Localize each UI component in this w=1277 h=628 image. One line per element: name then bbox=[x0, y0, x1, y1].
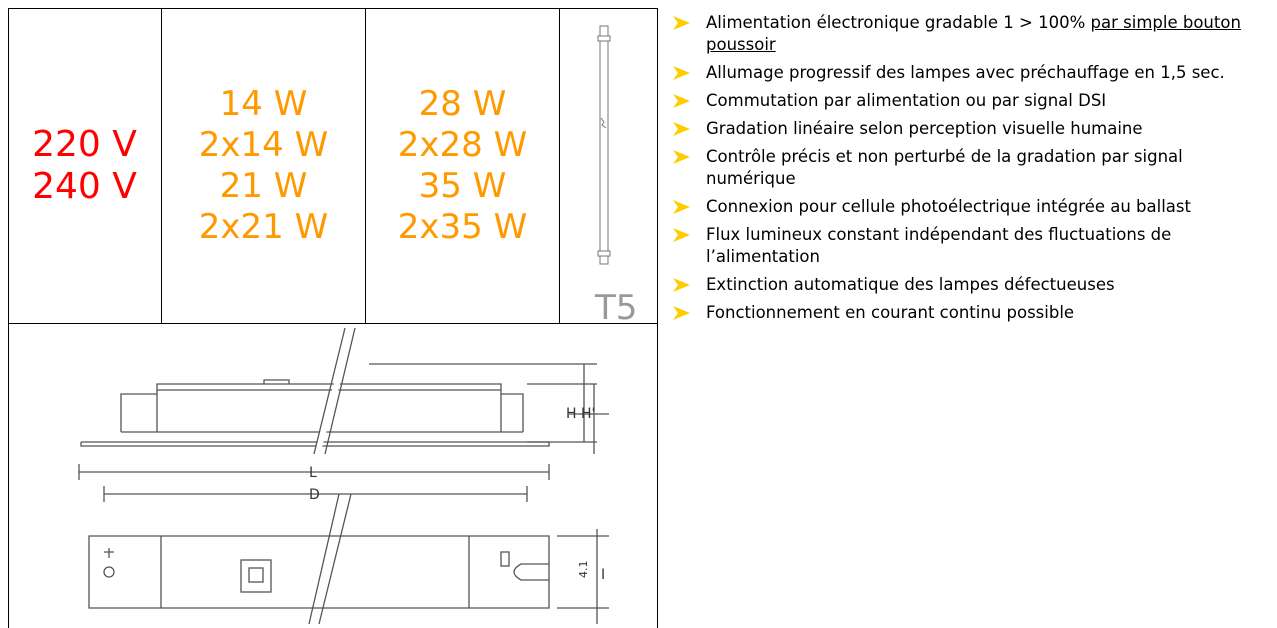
feature-text: Fonctionnement en courant continu possib… bbox=[706, 303, 1075, 322]
connector bbox=[240, 559, 272, 593]
tube-pin-bottom bbox=[599, 255, 609, 265]
feature-item: Extinction automatique des lampes défect… bbox=[672, 274, 1277, 296]
ballast-top-view bbox=[88, 535, 550, 609]
wattage-value: 2x21 W bbox=[198, 206, 329, 247]
voltage-value: 240 V bbox=[32, 165, 137, 207]
feature-item: Alimentation électronique gradable 1 > 1… bbox=[672, 12, 1277, 56]
arrow-bullet-icon bbox=[673, 200, 690, 214]
tube-body bbox=[599, 40, 609, 252]
t5-tube-drawing bbox=[597, 25, 611, 265]
arrow-bullet-icon bbox=[673, 278, 690, 292]
feature-list: Alimentation électronique gradable 1 > 1… bbox=[672, 12, 1277, 330]
wattage-value: 35 W bbox=[418, 165, 507, 206]
feature-item: Commutation par alimentation ou par sign… bbox=[672, 90, 1277, 112]
feature-text: Connexion pour cellule photoélectrique i… bbox=[706, 197, 1191, 216]
feature-item: Contrôle précis et non perturbé de la gr… bbox=[672, 146, 1277, 190]
table-row-divider bbox=[8, 323, 658, 324]
table-border-right bbox=[657, 8, 658, 628]
wattage-value: 14 W bbox=[219, 83, 308, 124]
table-col-divider-3 bbox=[559, 8, 560, 324]
arrow-bullet-icon bbox=[673, 66, 690, 80]
feature-text: Commutation par alimentation ou par sign… bbox=[706, 91, 1107, 110]
arrow-bullet-icon bbox=[673, 16, 690, 30]
feature-text: Gradation linéaire selon perception visu… bbox=[706, 119, 1143, 138]
dimension-L-label: L bbox=[309, 465, 317, 481]
dimension-H-label: H bbox=[566, 406, 577, 422]
feature-item: Allumage progressif des lampes avec préc… bbox=[672, 62, 1277, 84]
feature-text: Allumage progressif des lampes avec préc… bbox=[706, 63, 1225, 82]
feature-item: Flux lumineux constant indépendant des f… bbox=[672, 224, 1277, 268]
feature-item: Connexion pour cellule photoélectrique i… bbox=[672, 196, 1277, 218]
arrow-bullet-icon bbox=[673, 150, 690, 164]
wattage-value: 2x14 W bbox=[198, 124, 329, 165]
feature-item: Gradation linéaire selon perception visu… bbox=[672, 118, 1277, 140]
lamp-type-label: T5 bbox=[595, 288, 638, 328]
table-border-top bbox=[8, 8, 658, 9]
tube-pin-top bbox=[599, 25, 609, 37]
wattage-value: 2x28 W bbox=[397, 124, 528, 165]
arrow-bullet-icon bbox=[673, 228, 690, 242]
wattage-value: 21 W bbox=[219, 165, 308, 206]
feature-text: Extinction automatique des lampes défect… bbox=[706, 275, 1115, 294]
voltage-value: 220 V bbox=[32, 123, 137, 165]
feature-underlined-text: par simple bouton poussoir bbox=[706, 13, 1241, 54]
spec-table: 220 V 240 V 14 W 2x14 W 21 W 2x21 W 28 W… bbox=[8, 8, 658, 628]
table-col-divider-1 bbox=[161, 8, 162, 324]
dimension-H-prime-label: H' bbox=[581, 406, 595, 422]
feature-text: Alimentation électronique gradable 1 > 1… bbox=[706, 13, 1091, 32]
feature-text: Flux lumineux constant indépendant des f… bbox=[706, 225, 1172, 266]
dimension-I-label: I bbox=[601, 567, 605, 583]
wattage-cell-2: 28 W 2x28 W 35 W 2x35 W bbox=[366, 8, 559, 323]
voltage-cell: 220 V 240 V bbox=[8, 8, 161, 323]
arrow-bullet-icon bbox=[673, 306, 690, 320]
dimension-41-label: 4.1 bbox=[577, 561, 590, 579]
arrow-bullet-icon bbox=[673, 122, 690, 136]
dimension-D-label: D bbox=[309, 487, 320, 503]
ballast-dimension-drawing: L D H H' I 4.1 bbox=[78, 324, 609, 625]
wattage-value: 2x35 W bbox=[397, 206, 528, 247]
feature-item: Fonctionnement en courant continu possib… bbox=[672, 302, 1277, 324]
wattage-value: 28 W bbox=[418, 83, 507, 124]
feature-text: Contrôle précis et non perturbé de la gr… bbox=[706, 147, 1183, 188]
arrow-bullet-icon bbox=[673, 94, 690, 108]
table-col-divider-2 bbox=[365, 8, 366, 324]
wattage-cell-1: 14 W 2x14 W 21 W 2x21 W bbox=[162, 8, 365, 323]
table-border-left bbox=[8, 8, 9, 628]
